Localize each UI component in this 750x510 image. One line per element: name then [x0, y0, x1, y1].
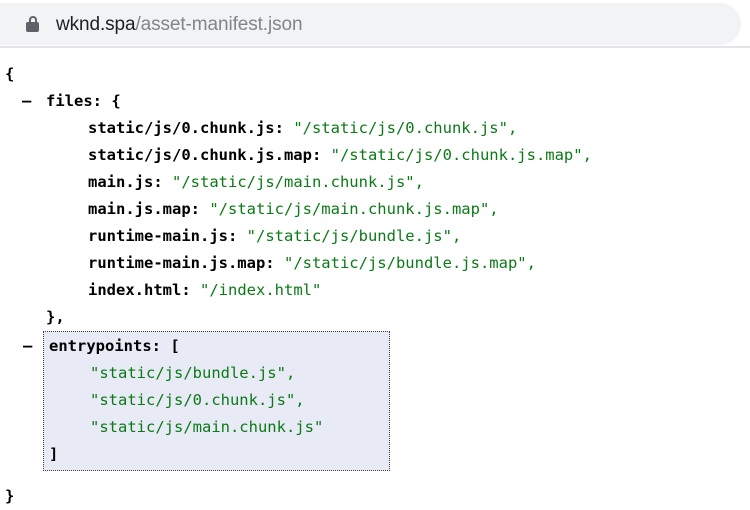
url-path: /asset-manifest.json — [135, 13, 303, 35]
files-entry-key: static/js/0.chunk.js: — [88, 119, 284, 137]
files-node-header: – files: { — [0, 88, 750, 115]
files-entry-value: "/static/js/main.chunk.js", — [172, 173, 424, 191]
files-key-wrap: files: { — [0, 92, 121, 110]
files-entry-row: main.js: "/static/js/main.chunk.js", — [0, 169, 750, 196]
files-close-row: }, — [0, 304, 750, 331]
files-entry-key: index.html: — [88, 281, 191, 299]
files-open-brace: { — [111, 92, 121, 110]
lock-body — [26, 22, 39, 32]
files-entry-key: main.js.map: — [88, 200, 200, 218]
files-entry-value: "/index.html" — [200, 281, 322, 299]
files-entry-value: "/static/js/bundle.js", — [246, 227, 462, 245]
entrypoints-item-row: "static/js/bundle.js", — [44, 360, 389, 387]
address-bar[interactable]: wknd.spa/asset-manifest.json — [0, 3, 741, 45]
entrypoints-item-row: "static/js/0.chunk.js", — [44, 387, 389, 414]
files-entry-value: "/static/js/main.chunk.js.map", — [209, 200, 499, 218]
files-entry-row: runtime-main.js: "/static/js/bundle.js", — [0, 223, 750, 250]
files-entry-value: "/static/js/0.chunk.js", — [293, 119, 518, 137]
files-entry-row: static/js/0.chunk.js: "/static/js/0.chun… — [0, 115, 750, 142]
files-entry-row: runtime-main.js.map: "/static/js/bundle.… — [0, 250, 750, 277]
json-open-brace-row: { — [0, 61, 750, 88]
files-entry-value: "/static/js/0.chunk.js.map", — [330, 146, 592, 164]
files-entry-key: runtime-main.js: — [88, 227, 238, 245]
files-entry-row: index.html: "/index.html" — [0, 277, 750, 304]
files-entry-key: static/js/0.chunk.js.map: — [88, 146, 322, 164]
browser-toolbar: wknd.spa/asset-manifest.json — [0, 0, 750, 48]
files-entry-value: "/static/js/bundle.js.map", — [283, 254, 536, 272]
entrypoints-item: "static/js/main.chunk.js" — [90, 418, 324, 436]
files-collapse-toggle[interactable]: – — [22, 92, 32, 110]
root-close-brace: } — [5, 487, 15, 505]
entrypoints-close-row: ] — [44, 441, 389, 468]
files-entry-key: main.js: — [88, 173, 163, 191]
root-open-brace: { — [5, 65, 15, 83]
json-viewer: { – files: { static/js/0.chunk.js: "/sta… — [0, 48, 750, 510]
files-key: files: — [46, 92, 102, 110]
entrypoints-node-selected[interactable]: – entrypoints: [ "static/js/bundle.js", … — [23, 331, 390, 471]
entrypoints-header-row: entrypoints: [ — [44, 333, 389, 360]
json-root: { – files: { static/js/0.chunk.js: "/sta… — [0, 48, 750, 510]
lock-icon[interactable] — [26, 16, 39, 32]
entrypoints-close-bracket: ] — [49, 445, 59, 463]
json-close-brace-row: } — [0, 471, 750, 510]
files-entry-key: runtime-main.js.map: — [88, 254, 275, 272]
entrypoints-key: entrypoints: — [49, 337, 161, 355]
entrypoints-item-row: "static/js/main.chunk.js" — [44, 414, 389, 441]
files-entry-row: static/js/0.chunk.js.map: "/static/js/0.… — [0, 142, 750, 169]
url-host: wknd.spa — [56, 13, 136, 35]
entrypoints-open-bracket: [ — [170, 337, 180, 355]
files-close-brace: }, — [46, 308, 65, 326]
entrypoints-item: "static/js/0.chunk.js", — [90, 391, 305, 409]
files-entry-row: main.js.map: "/static/js/main.chunk.js.m… — [0, 196, 750, 223]
url-text[interactable]: wknd.spa/asset-manifest.json — [56, 13, 303, 35]
entrypoints-collapse-toggle[interactable]: – — [23, 337, 33, 355]
lock-shackle — [28, 16, 37, 24]
entrypoints-item: "static/js/bundle.js", — [90, 364, 296, 382]
